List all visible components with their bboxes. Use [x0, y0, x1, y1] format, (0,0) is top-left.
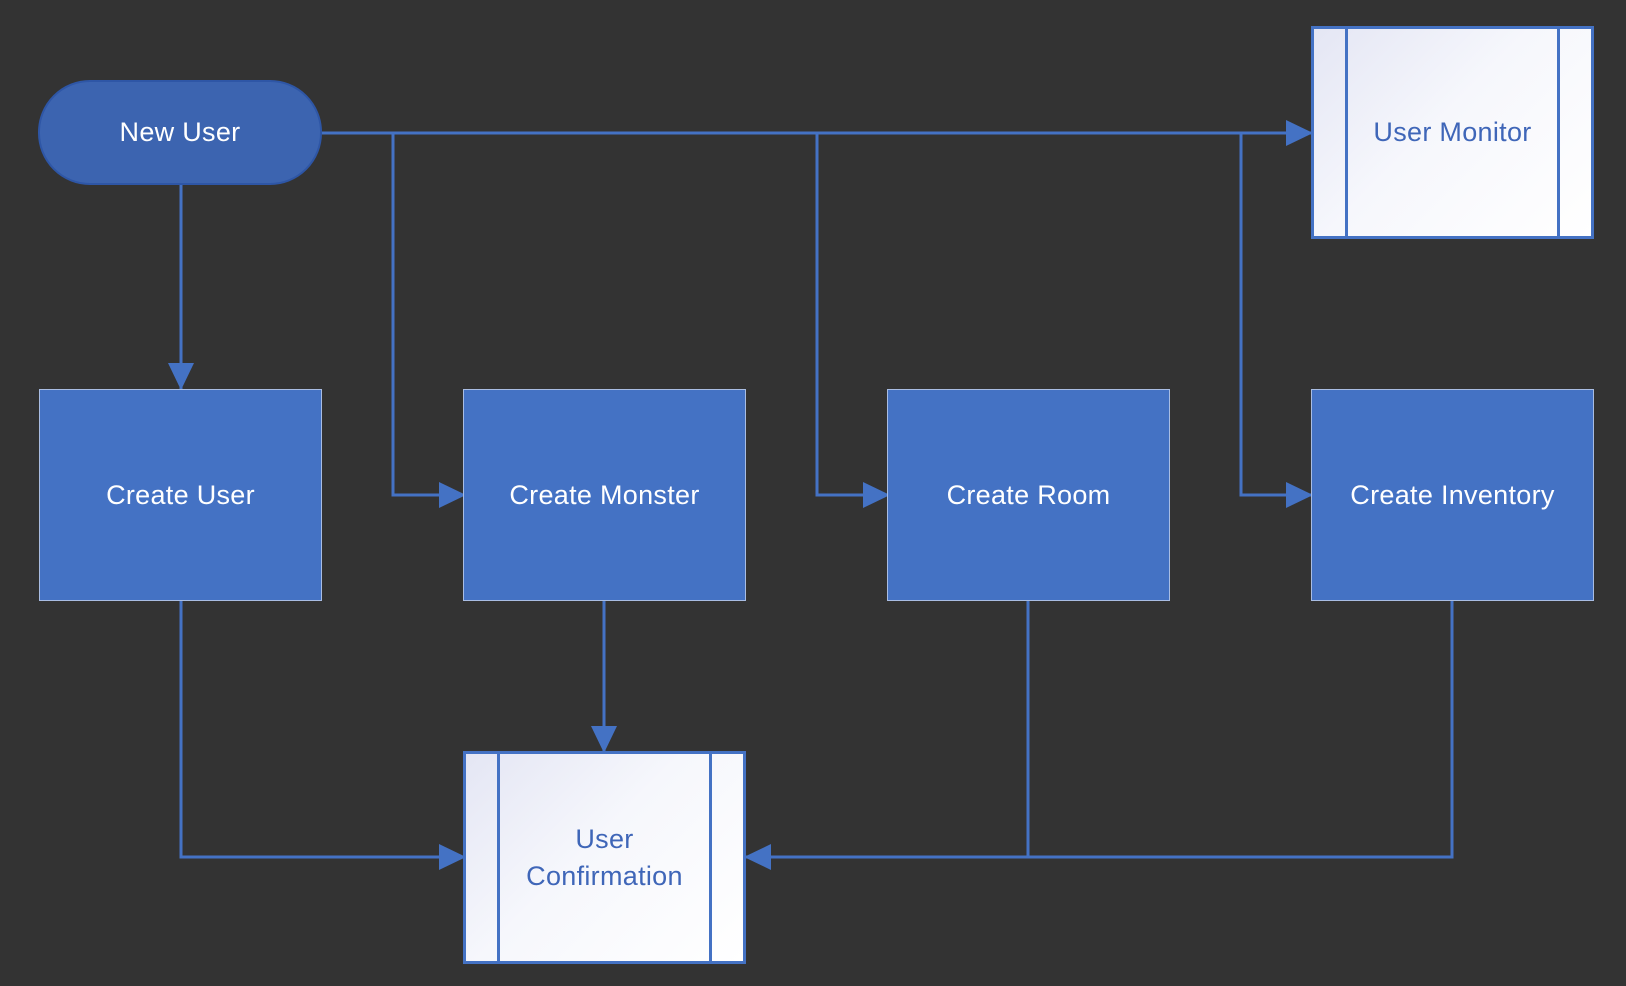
create-monster-label: Create Monster	[509, 479, 700, 510]
user-confirmation-node[interactable]: User Confirmation	[463, 751, 746, 964]
edge-create-user-to-user-confirmation	[179, 601, 466, 870]
create-inventory-node[interactable]: Create Inventory	[1311, 389, 1594, 601]
create-room-label: Create Room	[946, 479, 1111, 510]
user-monitor-node[interactable]: User Monitor	[1311, 26, 1594, 239]
user-monitor-label: User Monitor	[1373, 117, 1532, 147]
edge-new-user-to-create-room	[815, 133, 890, 508]
create-user-label: Create User	[106, 479, 255, 510]
create-user-node[interactable]: Create User	[39, 389, 322, 601]
new-user-node[interactable]: New User	[38, 80, 322, 185]
create-monster-node[interactable]: Create Monster	[463, 389, 746, 601]
edge-create-inventory-to-user-confirmation	[744, 601, 1454, 870]
subprocess-right-bar	[1557, 29, 1560, 236]
edge-new-user-to-create-monster	[391, 133, 466, 508]
subprocess-right-bar	[709, 754, 712, 961]
create-room-node[interactable]: Create Room	[887, 389, 1170, 601]
subprocess-left-bar	[497, 754, 500, 961]
edge-new-user-to-create-inventory	[1239, 133, 1313, 508]
new-user-label: New User	[119, 117, 241, 147]
create-inventory-label: Create Inventory	[1350, 479, 1555, 510]
subprocess-left-bar	[1345, 29, 1348, 236]
user-confirmation-label: User Confirmation	[526, 823, 683, 891]
